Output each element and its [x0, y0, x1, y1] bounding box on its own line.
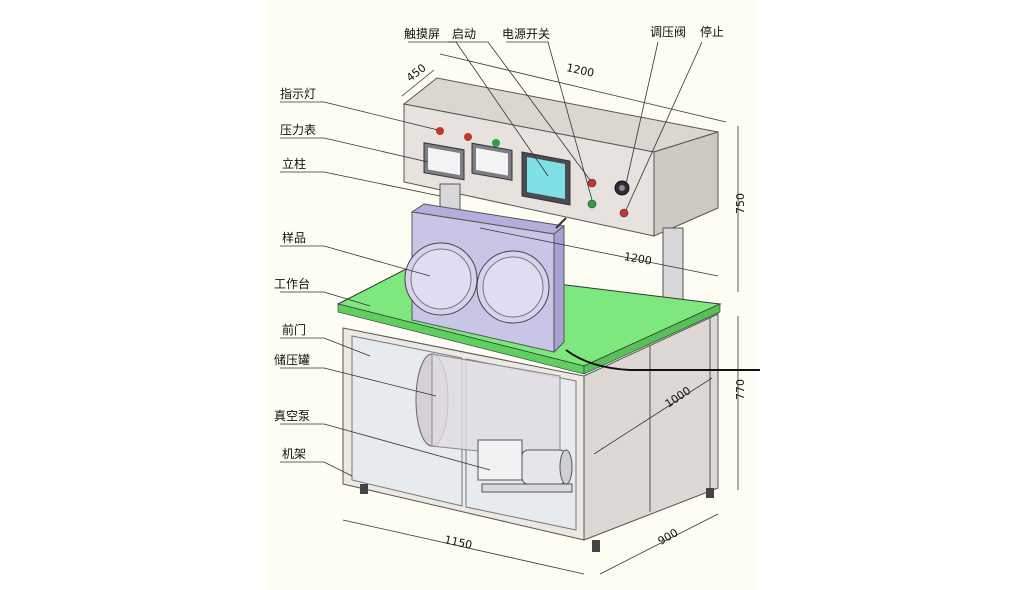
- vacuum-pump-motor: [521, 449, 567, 485]
- worktable-edge-side: [583, 303, 721, 375]
- label-stop: 停止: [700, 24, 724, 39]
- dim-panel-height: 750: [734, 193, 747, 214]
- pressure-gauge-1-face: [428, 147, 460, 176]
- sample-plate-side: [553, 224, 565, 354]
- label-pressure-tank: 储压罐: [274, 352, 310, 367]
- cable: [565, 349, 760, 371]
- indicator-light-green: [492, 139, 500, 147]
- sample-fixture: [404, 203, 567, 354]
- label-power-switch: 电源开关: [502, 27, 550, 41]
- pressure-gauge-2-face: [476, 147, 508, 176]
- panel-side-face: [653, 131, 719, 237]
- stop-button: [619, 208, 629, 218]
- label-pressure-gauge: 压力表: [280, 123, 316, 137]
- sample-connector: [555, 217, 567, 229]
- touchscreen-display: [527, 157, 565, 199]
- control-panel: [402, 77, 719, 237]
- dim-table-height: 770: [734, 379, 747, 400]
- dimension-lines: [342, 53, 739, 575]
- dim-base-width: 1150: [443, 533, 473, 552]
- vacuum-pump-end: [559, 449, 573, 485]
- label-sample: 样品: [282, 230, 306, 245]
- indicator-light-red-1: [436, 127, 444, 135]
- cabinet: [342, 313, 719, 552]
- foot-1: [360, 484, 368, 494]
- sample-disc-right-inner: [482, 256, 544, 318]
- leader-lines: [280, 41, 703, 477]
- label-front-door: 前门: [282, 322, 306, 337]
- foot-3: [706, 488, 714, 498]
- dim-table-width-inner: 1200: [623, 250, 653, 268]
- sample-disc-left-inner: [410, 248, 472, 310]
- vacuum-pump-body: [477, 439, 523, 481]
- power-switch: [587, 199, 597, 209]
- label-indicator: 指示灯: [280, 86, 316, 101]
- dim-panel-width: 1200: [565, 61, 595, 80]
- label-worktable: 工作台: [274, 276, 310, 291]
- vacuum-pump-base: [481, 483, 573, 493]
- label-touchscreen: 触摸屏: [404, 27, 440, 41]
- label-pressure-valve: 调压阀: [650, 25, 686, 39]
- label-start: 启动: [452, 27, 476, 41]
- label-frame: 机架: [282, 447, 306, 461]
- foot-2: [592, 540, 600, 552]
- pressure-valve-knob-center: [619, 185, 625, 191]
- indicator-light-red-2: [464, 133, 472, 141]
- label-vacuum-pump: 真空泵: [274, 409, 310, 423]
- start-button: [587, 178, 597, 188]
- label-column: 立柱: [282, 156, 306, 171]
